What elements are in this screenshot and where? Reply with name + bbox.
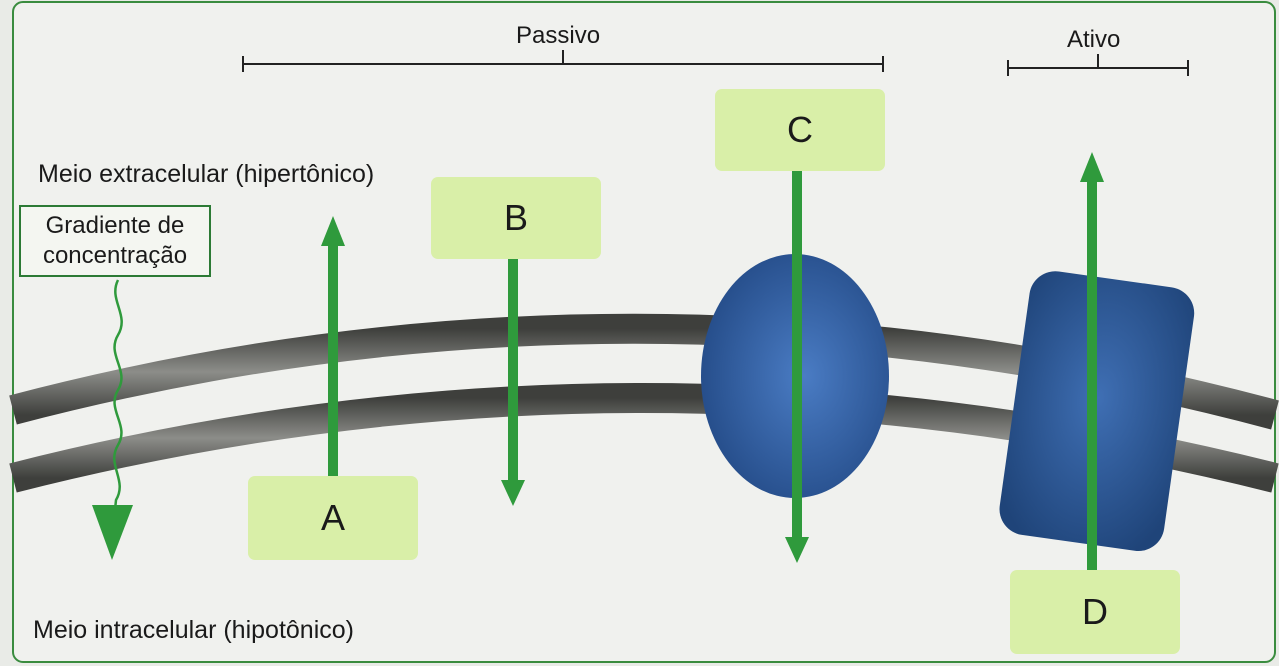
label-box-c: C <box>715 89 885 171</box>
passivo-label: Passivo <box>516 22 601 49</box>
arrow-c <box>785 170 809 563</box>
label-b: B <box>503 197 528 238</box>
gradiente-line1: Gradiente de <box>45 212 185 239</box>
label-box-a: A <box>248 476 418 560</box>
label-c: C <box>787 109 813 150</box>
gradiente-box: Gradiente de concentração <box>19 205 211 277</box>
label-box-d: D <box>1010 570 1180 654</box>
meio-intracelular-label: Meio intracelular (hipotônico) <box>33 616 354 644</box>
arrow-a <box>321 216 345 478</box>
arrow-b <box>501 258 525 506</box>
gradient-wavy-arrow <box>112 279 123 521</box>
ativo-bracket <box>1007 54 1189 76</box>
gradiente-line2: concentração <box>42 242 188 269</box>
passivo-bracket <box>242 50 884 72</box>
label-a: A <box>320 497 345 538</box>
ativo-label: Ativo <box>1067 26 1121 53</box>
label-d: D <box>1082 591 1108 632</box>
arrow-d <box>1080 152 1104 573</box>
gradient-arrowhead <box>92 505 133 560</box>
label-box-b: B <box>431 177 601 259</box>
meio-extracelular-label: Meio extracelular (hipertônico) <box>38 160 375 188</box>
